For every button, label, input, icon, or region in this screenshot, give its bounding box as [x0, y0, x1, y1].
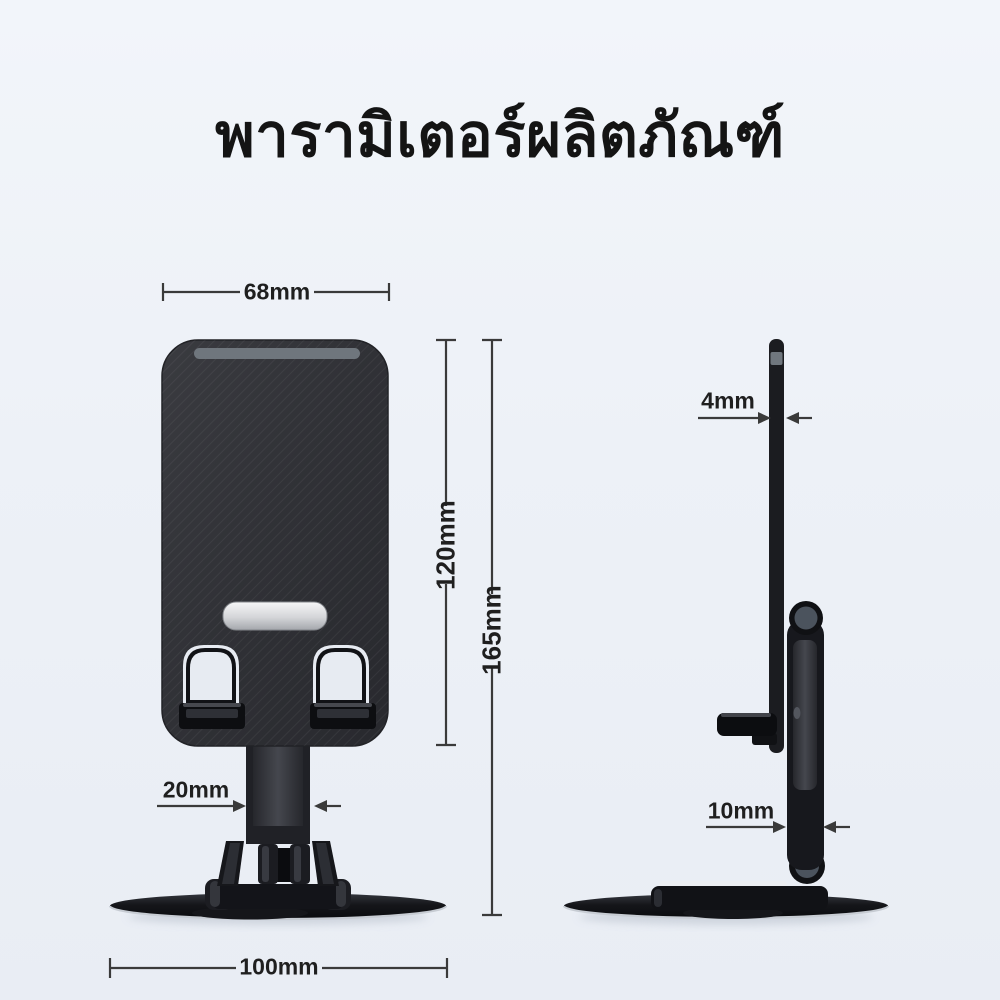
side-column-inner — [793, 640, 817, 790]
side-column-pivot-detail — [793, 707, 801, 719]
side-phone-hook — [717, 713, 777, 745]
dim-plate-height-label: 120mm — [430, 500, 461, 590]
page-title: พารามิเตอร์ผลิตภัณฑ์ — [215, 102, 785, 169]
front-mount-block — [213, 884, 343, 909]
dim-side-column-label: 10mm — [707, 797, 775, 824]
dim-front-column-label: 20mm — [162, 776, 230, 803]
side-pad-strip-edge — [770, 352, 783, 365]
front-mount-cap-right-highlight — [336, 881, 346, 907]
phone-plate-texture — [162, 340, 388, 746]
top-pad-strip — [194, 348, 360, 359]
hinge-cover-plate — [222, 601, 328, 631]
dim-top-width-label: 68mm — [243, 278, 311, 305]
front-hinge-assembly — [217, 841, 339, 886]
side-top-hinge-pin — [794, 606, 818, 630]
dim-base-diameter-label: 100mm — [239, 953, 319, 980]
right-phone-hook — [310, 703, 376, 729]
left-hook-cutout — [183, 645, 239, 707]
front-base-rim-highlight — [108, 905, 448, 921]
right-hook-cutout — [313, 645, 369, 707]
dim-front-column-lines — [157, 800, 341, 812]
dim-plate-thickness-label: 4mm — [701, 387, 755, 414]
dim-total-height-label: 165mm — [476, 585, 507, 675]
dim-plate-thickness-lines — [698, 412, 812, 424]
left-hook-cutout-edge — [186, 648, 236, 704]
dim-side-column-lines — [706, 821, 850, 833]
front-mount-cap-left-highlight — [210, 881, 220, 907]
dim-total-height-lines — [482, 338, 502, 917]
side-view — [562, 339, 890, 925]
side-plate — [769, 339, 784, 753]
left-phone-hook — [179, 703, 245, 729]
dim-top-width-lines — [161, 283, 391, 301]
right-hook-cutout-edge — [316, 648, 366, 704]
dim-base-diameter-lines — [108, 958, 449, 978]
side-base-block-left-highlight — [654, 889, 662, 907]
side-base-block — [651, 886, 828, 910]
front-view — [108, 283, 502, 978]
dim-plate-height-lines — [436, 338, 456, 747]
front-column-inner — [253, 742, 303, 826]
